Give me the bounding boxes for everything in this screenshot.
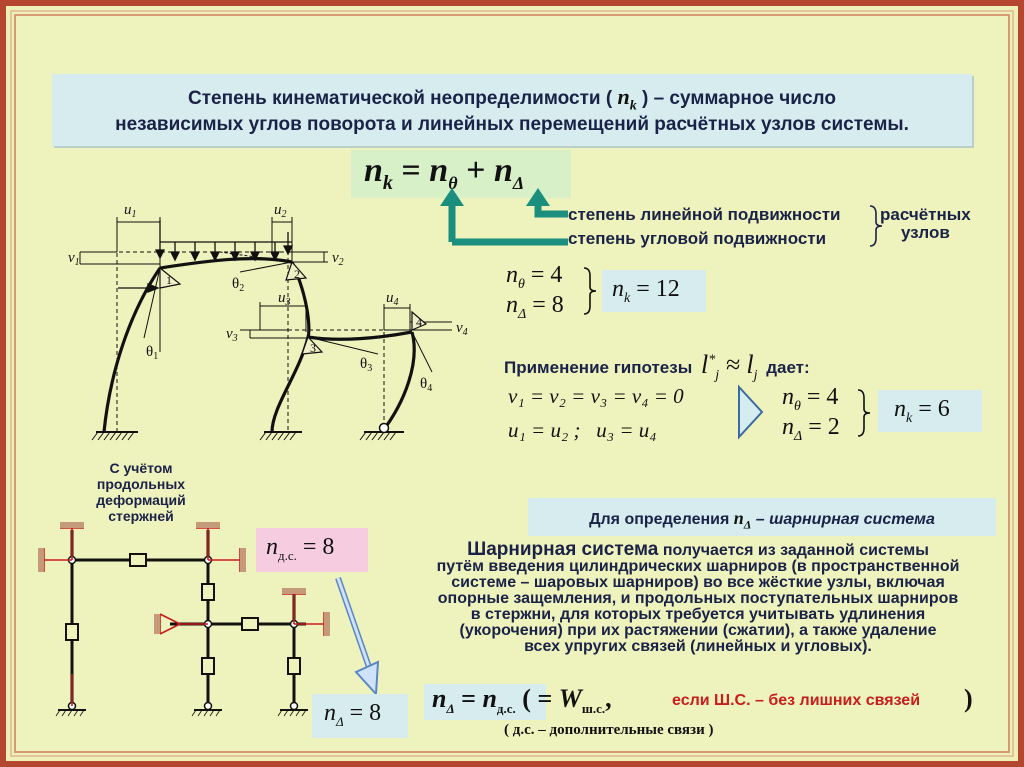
- nds-value: nд.с. = 8: [266, 534, 335, 563]
- label-theta3: θ3: [360, 356, 372, 374]
- ntheta-count-2: nθ = 4: [782, 384, 839, 414]
- definition-box: [52, 74, 972, 146]
- teal-arrows: [440, 188, 568, 246]
- nds-box: [256, 528, 368, 572]
- equality-line-2: u₁ = u₂ ; u₃ = u₄: [508, 418, 657, 442]
- node-label-1: 1: [166, 273, 172, 287]
- hypothesis-text: Применение гипотезы l*j ≈ lj дает:: [504, 350, 810, 384]
- node-label-2: 2: [294, 267, 300, 281]
- label-u2: u2: [274, 202, 287, 220]
- nk-value-2: nk = 6: [894, 396, 950, 426]
- final-formula-box: [424, 684, 546, 720]
- label-v3: v3: [226, 326, 238, 344]
- label-v4: v4: [456, 320, 468, 338]
- label-theta2: θ2: [232, 276, 244, 294]
- legend-angular: степень угловой подвижности: [568, 229, 827, 248]
- node-label-3: 3: [310, 341, 316, 355]
- hinge-paragraph: Шарнирная система получается из заданной…: [436, 539, 960, 655]
- implies-chevron: [738, 384, 764, 440]
- ntheta-count-1: nθ = 4: [506, 262, 563, 292]
- longitudinal-note: С учётом продольных деформаций стержней: [96, 460, 186, 524]
- ndelta-count-2: nΔ = 2: [782, 414, 840, 444]
- nk-value-1: nk = 12: [612, 276, 680, 306]
- ndelta-count-1: nΔ = 8: [506, 292, 564, 322]
- nk-box-1: [602, 270, 706, 312]
- count-brace-2: [857, 389, 871, 437]
- hinge-diagram: [38, 522, 330, 717]
- frame-diagram: 1 2 3 4 u1 u2 u3 u4 v1 v2 v3 v4 θ1 θ2 θ3…: [68, 202, 468, 441]
- ndelta-box: [312, 694, 408, 738]
- legend-linear: степень линейной подвижности: [568, 205, 841, 224]
- count-brace-1: [583, 267, 597, 315]
- final-red-text: если Ш.С. – без лишних связей: [672, 692, 921, 709]
- definition-line-2: независимых углов поворота и линейных пе…: [115, 114, 909, 135]
- footnote: ( д.с. – дополнительные связи ): [504, 722, 714, 738]
- down-arrow: [335, 577, 380, 697]
- label-v1: v1: [68, 250, 80, 268]
- node-label-4: 4: [416, 315, 422, 329]
- nk-box-2: [878, 390, 982, 432]
- legend-brace: [869, 205, 883, 247]
- label-theta1: θ1: [146, 344, 158, 362]
- label-u3: u3: [278, 290, 291, 308]
- label-u4: u4: [386, 290, 399, 308]
- final-formula: nΔ = nд.с. ( = Wш.с.,: [432, 684, 612, 717]
- label-theta4: θ4: [420, 376, 432, 394]
- hinge-header-box: [528, 498, 996, 536]
- hinge-header-text: Для определения nΔ – шарнирная система: [589, 508, 935, 532]
- main-formula: nk = nθ + nΔ: [364, 152, 525, 194]
- label-v2: v2: [332, 250, 344, 268]
- ndelta-value: nΔ = 8: [324, 700, 382, 729]
- label-u1: u1: [124, 202, 137, 220]
- final-close-paren: ): [964, 684, 973, 713]
- legend-group-label: расчётных узлов: [880, 205, 971, 242]
- equality-line-1: v₁ = v₂ = v₃ = v₄ = 0: [508, 384, 684, 408]
- definition-line-1: Степень кинематической неопределимости (…: [188, 84, 836, 114]
- main-formula-box: [351, 150, 571, 198]
